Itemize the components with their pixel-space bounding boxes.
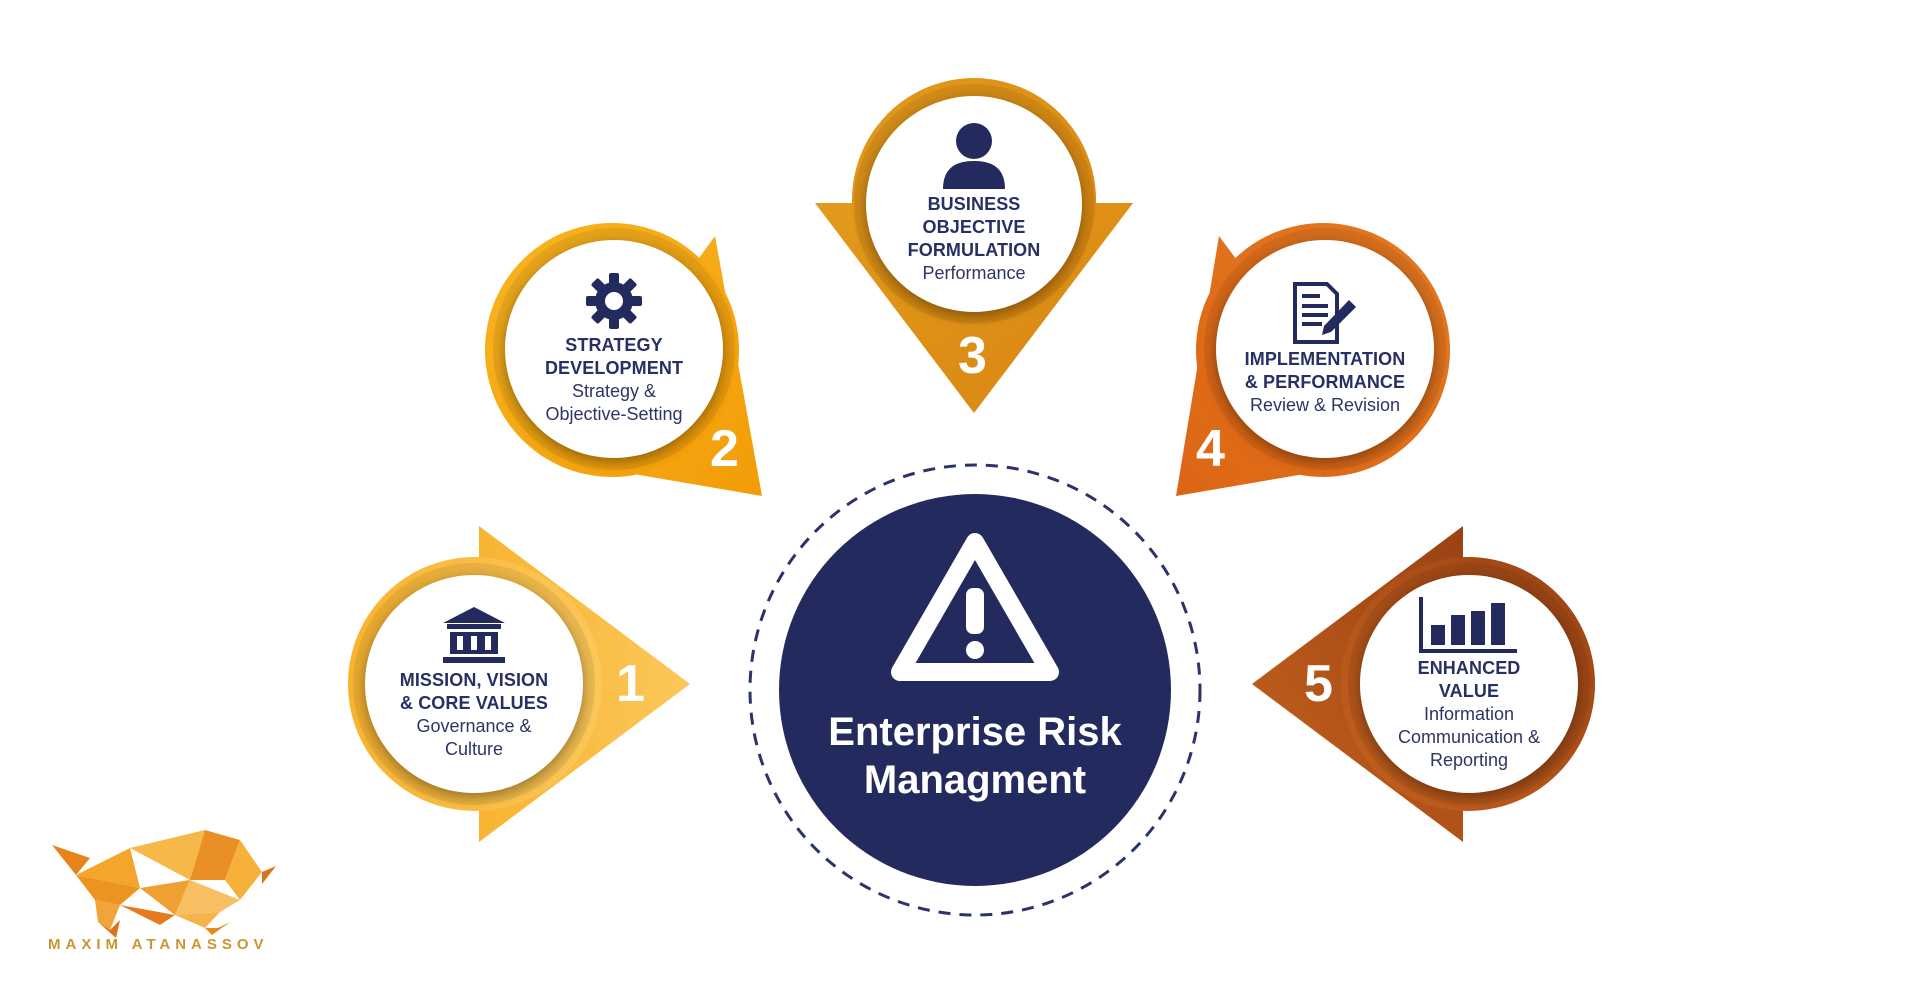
step-4-card: IMPLEMENTATION & PERFORMANCE Review & Re…	[1216, 240, 1434, 458]
center-circle	[779, 494, 1171, 886]
step-3-title: BUSINESS OBJECTIVE FORMULATION	[907, 194, 1041, 260]
step-1-number: 1	[616, 655, 645, 713]
step-4-title: IMPLEMENTATION & PERFORMANCE	[1244, 348, 1406, 392]
step-4-number: 4	[1196, 420, 1225, 478]
step-4-subtitle: Review & Revision	[1249, 394, 1401, 415]
gear-icon	[586, 273, 642, 329]
step-1-card: MISSION, VISION & CORE VALUES Governance…	[365, 575, 583, 793]
step-2-title: STRATEGY DEVELOPMENT	[544, 335, 684, 378]
step-5-number: 5	[1304, 655, 1333, 713]
step-1-title: MISSION, VISION & CORE VALUES	[399, 670, 549, 713]
step-1-subtitle: Governance & Culture	[416, 716, 532, 759]
step-2-number: 2	[710, 420, 739, 478]
step-3-number: 3	[958, 327, 987, 385]
bank-building-icon	[443, 607, 505, 663]
person-icon	[943, 123, 1005, 189]
step-5-subtitle: Information Communication & Reporting	[1397, 703, 1541, 770]
document-pen-icon	[1293, 281, 1356, 344]
step-2-card: STRATEGY DEVELOPMENT Strategy & Objectiv…	[505, 240, 723, 458]
brand-name: MAXIM ATANASSOV	[48, 936, 269, 953]
step-5-title: ENHANCED VALUE	[1417, 657, 1521, 701]
center-dashed-ring	[748, 463, 1202, 917]
step-5-card: ENHANCED VALUE Information Communication…	[1360, 575, 1578, 793]
step-3-subtitle: Performance	[922, 263, 1026, 283]
step-3-card: BUSINESS OBJECTIVE FORMULATION Performan…	[866, 96, 1082, 312]
bull-logo	[52, 830, 276, 938]
step-2-subtitle: Strategy & Objective-Setting	[545, 381, 683, 424]
warning-triangle-icon	[891, 533, 1059, 681]
bar-chart-icon	[1419, 596, 1517, 653]
center-title: Enterprise Risk Managment	[828, 710, 1122, 802]
